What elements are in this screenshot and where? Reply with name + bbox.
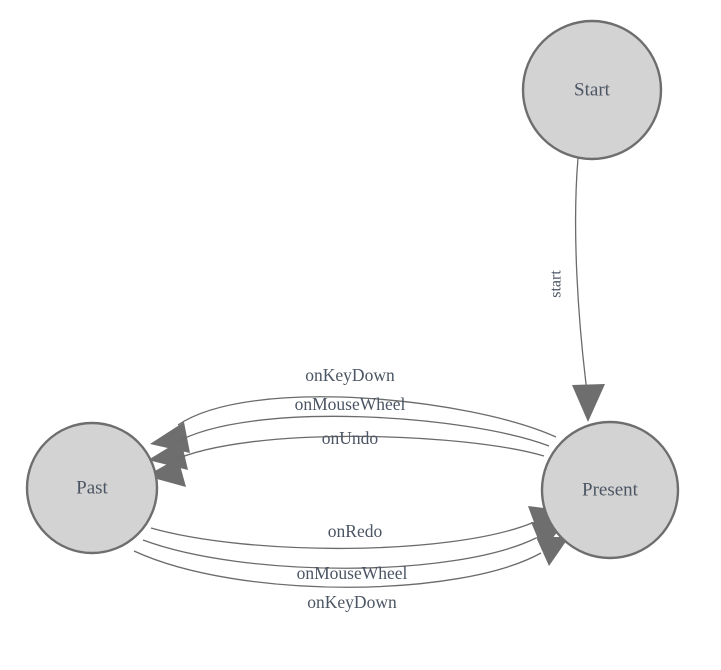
edge-label-past-to-present-onredo: onRedo bbox=[328, 521, 383, 541]
edge-present-to-past-onundo-path bbox=[171, 435, 545, 462]
edge-past-to-present-onkeydown-arrowhead bbox=[536, 537, 569, 566]
edge-label-present-to-past-onmousewheel: onMouseWheel bbox=[295, 394, 406, 414]
edge-label-past-to-present-onmousewheel: onMouseWheel bbox=[297, 563, 408, 583]
edge-label-present-to-past-onundo: onUndo bbox=[322, 428, 379, 448]
edge-label-past-to-present-onkeydown: onKeyDown bbox=[307, 592, 397, 612]
node-start-circle bbox=[521, 19, 663, 161]
node-present-label: Present bbox=[582, 479, 639, 500]
edge-past-to-present-onkeydown[interactable]: onKeyDown bbox=[133, 537, 569, 612]
edge-present-to-past-onundo-arrowhead bbox=[146, 458, 186, 487]
edge-present-to-past-onundo[interactable]: onUndo bbox=[146, 428, 545, 487]
edge-present-to-past-onmousewheel-path bbox=[174, 415, 550, 447]
node-past[interactable]: Past bbox=[25, 421, 159, 555]
edge-past-to-present-onkeydown-path bbox=[133, 550, 542, 588]
edge-start-to-present[interactable]: start bbox=[548, 157, 605, 422]
node-start-label: Start bbox=[574, 79, 611, 100]
edge-label-start: start bbox=[548, 270, 565, 298]
node-present-circle bbox=[540, 420, 680, 560]
edge-start-to-present-path bbox=[574, 157, 588, 393]
edge-start-to-present-arrowhead bbox=[572, 384, 605, 422]
node-start[interactable]: Start bbox=[521, 19, 663, 161]
edge-past-to-present-onredo-path bbox=[150, 522, 533, 550]
edge-past-to-present-onredo[interactable]: onRedo bbox=[150, 506, 560, 550]
edge-past-to-present-onmousewheel-path bbox=[142, 537, 537, 569]
edge-label-present-to-past-onkeydown: onKeyDown bbox=[305, 365, 395, 385]
node-past-label: Past bbox=[76, 477, 108, 498]
node-present[interactable]: Present bbox=[540, 420, 680, 560]
node-past-circle bbox=[25, 421, 159, 555]
edge-present-to-past-onkeydown-path bbox=[177, 396, 557, 438]
